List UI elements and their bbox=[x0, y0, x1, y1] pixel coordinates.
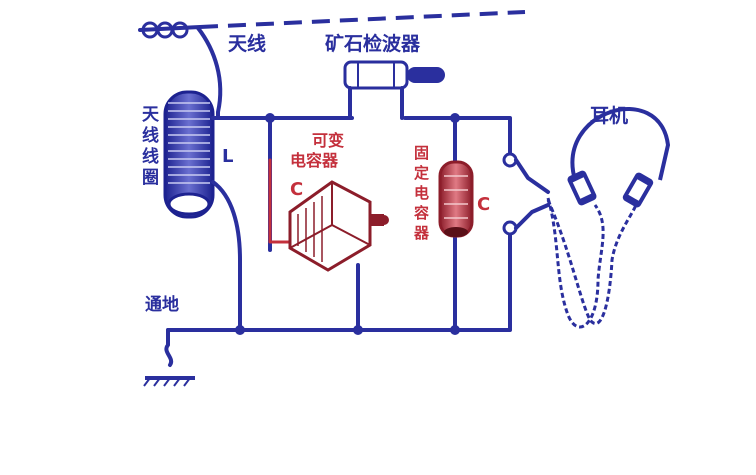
antenna-lead-wire bbox=[196, 26, 223, 120]
antenna-coil-label-2: 线 bbox=[142, 125, 159, 146]
variable-capacitor-symbol: C bbox=[290, 179, 303, 200]
fixed-capacitor-label-2: 定 bbox=[414, 164, 429, 182]
variable-capacitor-icon bbox=[288, 180, 389, 272]
antenna-coil-label-4: 圈 bbox=[142, 168, 159, 188]
ground-label: 通地 bbox=[145, 294, 179, 315]
antenna-coil-icon bbox=[163, 90, 215, 219]
headphone-terminals-icon bbox=[502, 152, 550, 236]
variable-capacitor-label-1: 可变 bbox=[312, 131, 344, 150]
crystal-detector-icon bbox=[343, 60, 445, 120]
fixed-capacitor-label-1: 固 bbox=[414, 144, 429, 162]
antenna-label: 天线 bbox=[228, 32, 266, 55]
variable-capacitor-label-2: 电容器 bbox=[290, 151, 339, 170]
antenna-insulator-icon bbox=[141, 21, 189, 39]
antenna-wire bbox=[138, 10, 526, 39]
antenna-coil-label-1: 天 bbox=[142, 105, 160, 125]
antenna-coil-label-3: 线 bbox=[142, 146, 159, 167]
fixed-capacitor-label-3: 电 bbox=[414, 184, 429, 202]
fixed-capacitor-label-4: 容 bbox=[413, 204, 429, 222]
headphones-icon bbox=[546, 107, 671, 329]
ground-icon bbox=[143, 328, 195, 387]
fixed-capacitor-symbol: C bbox=[477, 194, 490, 215]
inductor-symbol: L bbox=[222, 146, 233, 167]
fixed-capacitor-label-5: 器 bbox=[413, 224, 430, 242]
headphones-label: 耳机 bbox=[590, 105, 628, 127]
detector-label: 矿石检波器 bbox=[325, 32, 421, 55]
fixed-capacitor-icon bbox=[438, 160, 474, 238]
